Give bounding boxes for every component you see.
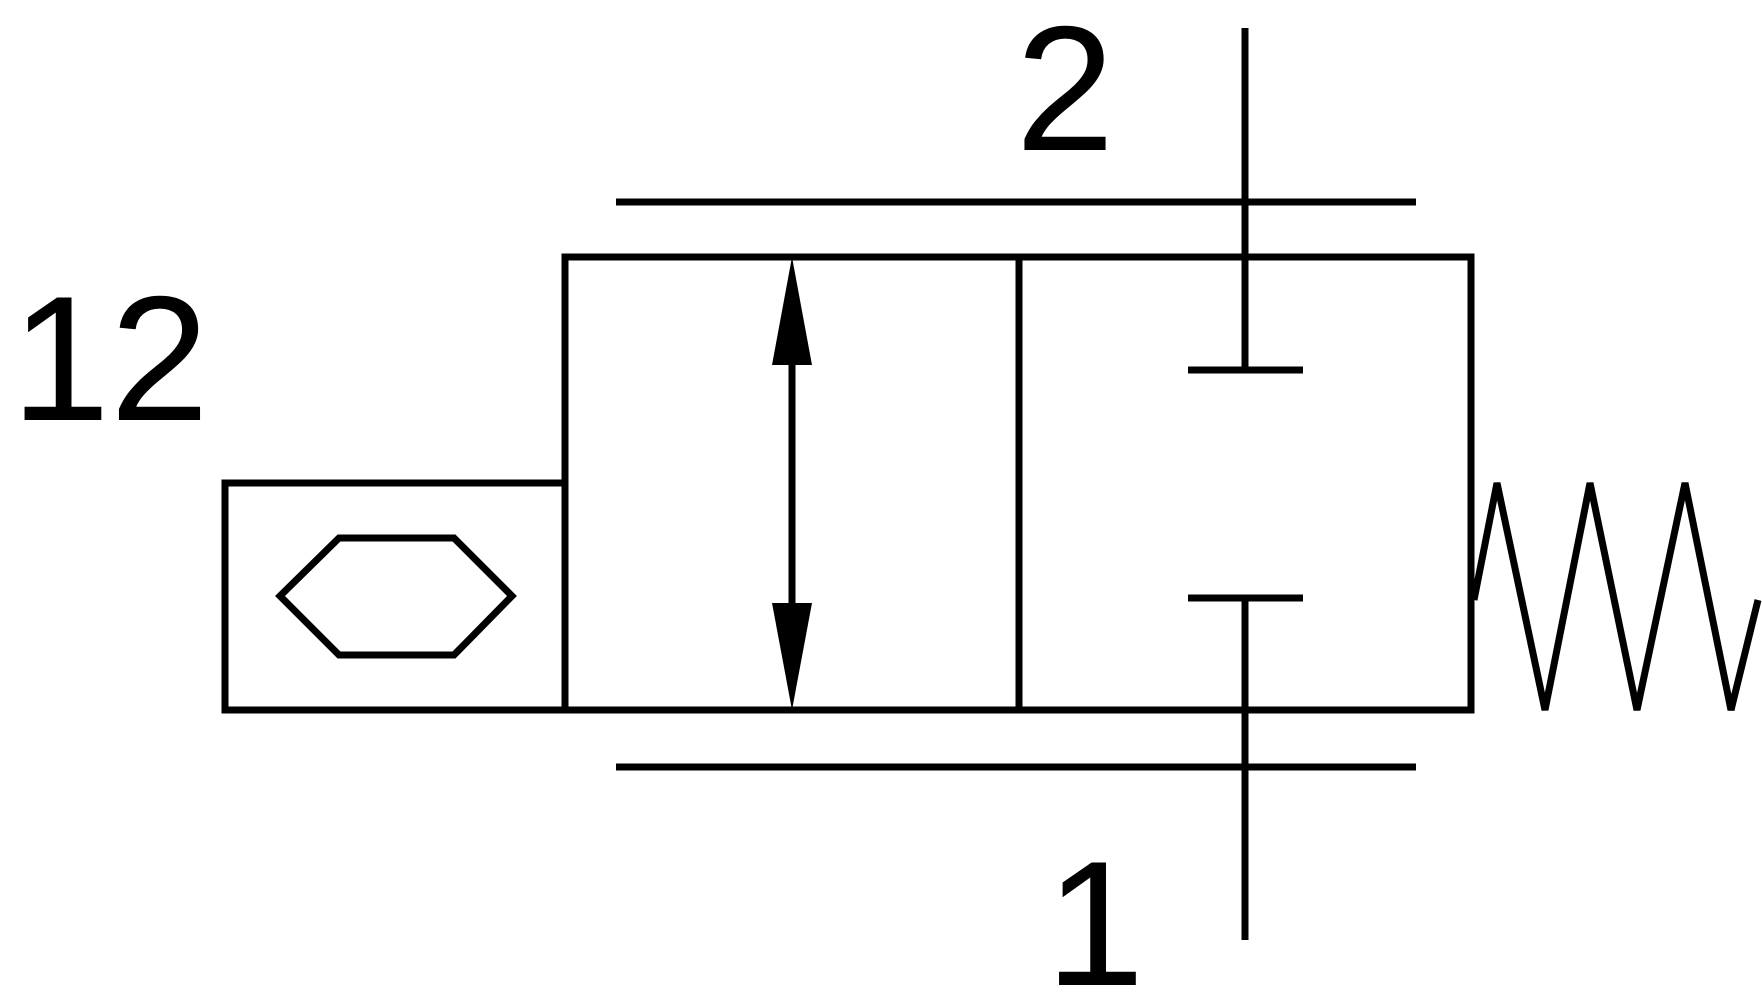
solenoid-hexagon-icon <box>275 534 517 659</box>
port-1-blocked-line <box>1188 594 1303 940</box>
port-label-1: 1 <box>1046 824 1145 1000</box>
return-spring-icon <box>1470 482 1762 711</box>
port-2-blocked-line <box>1188 28 1303 374</box>
bidirectional-flow-arrow-icon <box>772 257 812 710</box>
port-label-12: 12 <box>11 259 209 458</box>
port-label-2: 2 <box>1016 0 1115 188</box>
